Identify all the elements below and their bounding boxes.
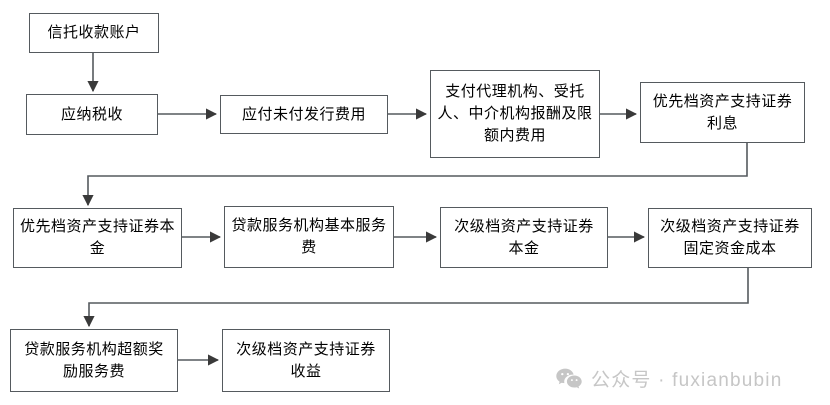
edge-n9-n10 <box>83 268 749 328</box>
node-label: 次级档资产支持证券收益 <box>236 340 376 380</box>
node-label: 贷款服务机构基本服务费 <box>231 217 387 256</box>
node-agent-trustee-intermediary-fees[interactable]: 支付代理机构、受托人、中介机构报酬及限额内费用 <box>430 70 600 158</box>
node-label: 支付代理机构、受托人、中介机构报酬及限额内费用 <box>437 83 593 144</box>
node-subordinated-abs-fixed-funding-cost[interactable]: 次级档资产支持证券固定资金成本 <box>648 208 812 268</box>
wechat-icon <box>556 368 582 389</box>
node-loan-servicer-basic-fee[interactable]: 贷款服务机构基本服务费 <box>224 206 394 268</box>
node-loan-servicer-excess-incentive-fee[interactable]: 贷款服务机构超额奖励服务费 <box>10 329 178 392</box>
node-unpaid-issuance-fees[interactable]: 应付未付发行费用 <box>220 95 388 134</box>
node-label: 应纳税收 <box>60 105 123 123</box>
edge-n5-n6 <box>82 143 748 207</box>
watermark-text: 公众号 · fuxianbubin <box>591 370 783 391</box>
node-label: 信托收款账户 <box>47 24 141 42</box>
node-taxes-payable[interactable]: 应纳税收 <box>26 94 158 135</box>
node-label: 次级档资产支持证券本金 <box>454 217 594 257</box>
node-subordinated-abs-return[interactable]: 次级档资产支持证券收益 <box>222 329 390 392</box>
node-label: 贷款服务机构超额奖励服务费 <box>24 340 164 380</box>
node-label: 优先档资产支持证券本金 <box>20 218 176 257</box>
node-label: 应付未付发行费用 <box>241 105 366 123</box>
node-trust-collection-account[interactable]: 信托收款账户 <box>29 13 159 53</box>
node-senior-abs-principal[interactable]: 优先档资产支持证券本金 <box>13 208 182 268</box>
node-label: 次级档资产支持证券固定资金成本 <box>660 218 800 257</box>
node-subordinated-abs-principal[interactable]: 次级档资产支持证券本金 <box>440 207 608 268</box>
watermark: 公众号 · fuxianbubin <box>556 365 782 392</box>
node-label: 优先档资产支持证券利息 <box>652 92 793 132</box>
node-senior-abs-interest[interactable]: 优先档资产支持证券利息 <box>640 82 805 143</box>
